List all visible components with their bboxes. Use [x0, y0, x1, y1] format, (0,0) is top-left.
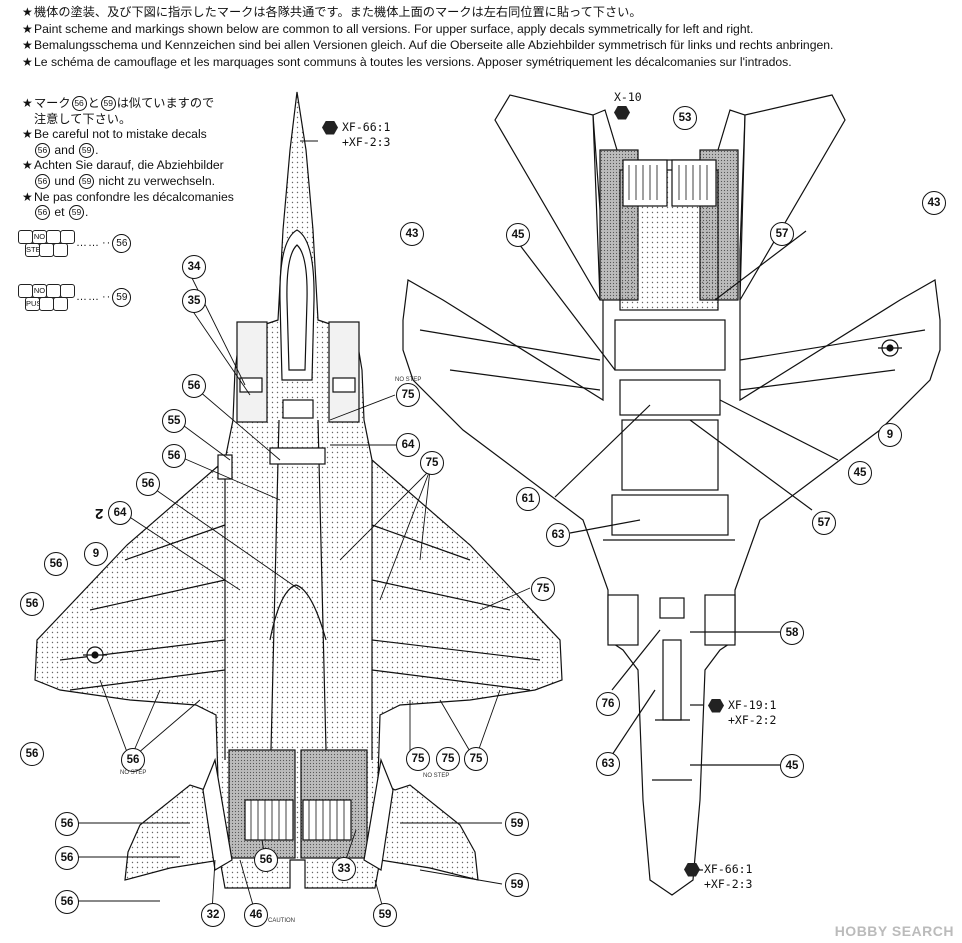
- no-push-stencil-icon: NO PUSH: [18, 284, 75, 311]
- paint-callout-bottom-mid: XF-19:1 +XF-2:2: [708, 698, 776, 728]
- watermark: HOBBY SEARCH: [834, 923, 954, 939]
- decal-callout: 56: [254, 848, 278, 872]
- decal-callout: 59: [505, 873, 529, 897]
- decal-callout: 9: [84, 542, 108, 566]
- decal-callout: 76: [596, 692, 620, 716]
- decal-callout: 56: [55, 890, 79, 914]
- decal-callout: 57: [812, 511, 836, 535]
- paint-callout-top-nose: XF-66:1 +XF-2:3: [322, 120, 390, 150]
- paint-swatch-icon: [708, 698, 724, 713]
- legend-no-push: NO PUSH ……·· 59: [18, 284, 132, 311]
- decal-callout: 56: [20, 592, 44, 616]
- decal-callout: 57: [770, 222, 794, 246]
- paint-callout-bottom-nose: XF-66:1 +XF-2:3: [684, 862, 752, 892]
- decal-callout: 75: [531, 577, 555, 601]
- decal-callout: 45: [780, 754, 804, 778]
- decal-callout: 58: [780, 621, 804, 645]
- decal-callout: 34: [182, 255, 206, 279]
- stencil-label: NO STEP: [395, 377, 422, 383]
- decal-callout: 56: [121, 748, 145, 772]
- decal-callout: 61: [516, 487, 540, 511]
- decal-callout: 56: [55, 846, 79, 870]
- decal-callout: 56: [55, 812, 79, 836]
- decal-callout: 43: [400, 222, 424, 246]
- stencil-label: CAUTION: [268, 918, 295, 924]
- decal-callout: 75: [396, 383, 420, 407]
- legend-no-step: NO STEP ……·· 56: [18, 230, 132, 257]
- decal-callout: 45: [848, 461, 872, 485]
- decal-callout: 64: [108, 501, 132, 525]
- decal-callout: 32: [201, 903, 225, 927]
- paint-swatch-icon: [614, 105, 630, 120]
- note-en: ★Paint scheme and markings shown below a…: [22, 21, 754, 36]
- decal-callout: 75: [406, 747, 430, 771]
- bottom-view-aircraft: [402, 94, 941, 896]
- decal-callout: 56: [162, 444, 186, 468]
- decal-callout: 53: [673, 106, 697, 130]
- rotated-number: 2: [95, 505, 104, 522]
- paint-swatch-icon: [322, 120, 338, 135]
- top-view-aircraft: [34, 91, 563, 889]
- paint-swatch-icon: [684, 862, 700, 877]
- decal-callout: 56: [136, 472, 160, 496]
- decal-callout: 55: [162, 409, 186, 433]
- decal-callout: 56: [44, 552, 68, 576]
- decal-callout: 59: [505, 812, 529, 836]
- note-fr: ★Le schéma de camouflage et les marquage…: [22, 54, 792, 69]
- decal-callout: 46: [244, 903, 268, 927]
- decal-callout: 35: [182, 289, 206, 313]
- decal-callout: 43: [922, 191, 946, 215]
- decal-callout: 75: [436, 747, 460, 771]
- header-notes: ★機体の塗装、及び下図に指示したマークは各隊共通です。また機体上面のマークは左右…: [22, 4, 952, 70]
- decal-callout: 9: [878, 423, 902, 447]
- no-step-stencil-icon: NO STEP: [18, 230, 75, 257]
- decal-callout: 59: [373, 903, 397, 927]
- decal-callout: 63: [546, 523, 570, 547]
- decal-callout: 63: [596, 752, 620, 776]
- stencil-label: NO STEP: [423, 773, 450, 779]
- decal-callout: 56: [20, 742, 44, 766]
- note-de: ★Bemalungsschema und Kennzeichen sind be…: [22, 38, 834, 52]
- decal-callout: 56: [182, 374, 206, 398]
- paint-callout-x10: X-10: [614, 90, 642, 120]
- decal-callout: 75: [464, 747, 488, 771]
- decal-callout: 45: [506, 223, 530, 247]
- note-jp: ★機体の塗装、及び下図に指示したマークは各隊共通です。また機体上面のマークは左右…: [22, 5, 642, 19]
- decal-callout: 33: [332, 857, 356, 881]
- decal-callout: 75: [420, 451, 444, 475]
- stencil-label: NO STEP: [120, 770, 147, 776]
- decal-callout: 64: [396, 433, 420, 457]
